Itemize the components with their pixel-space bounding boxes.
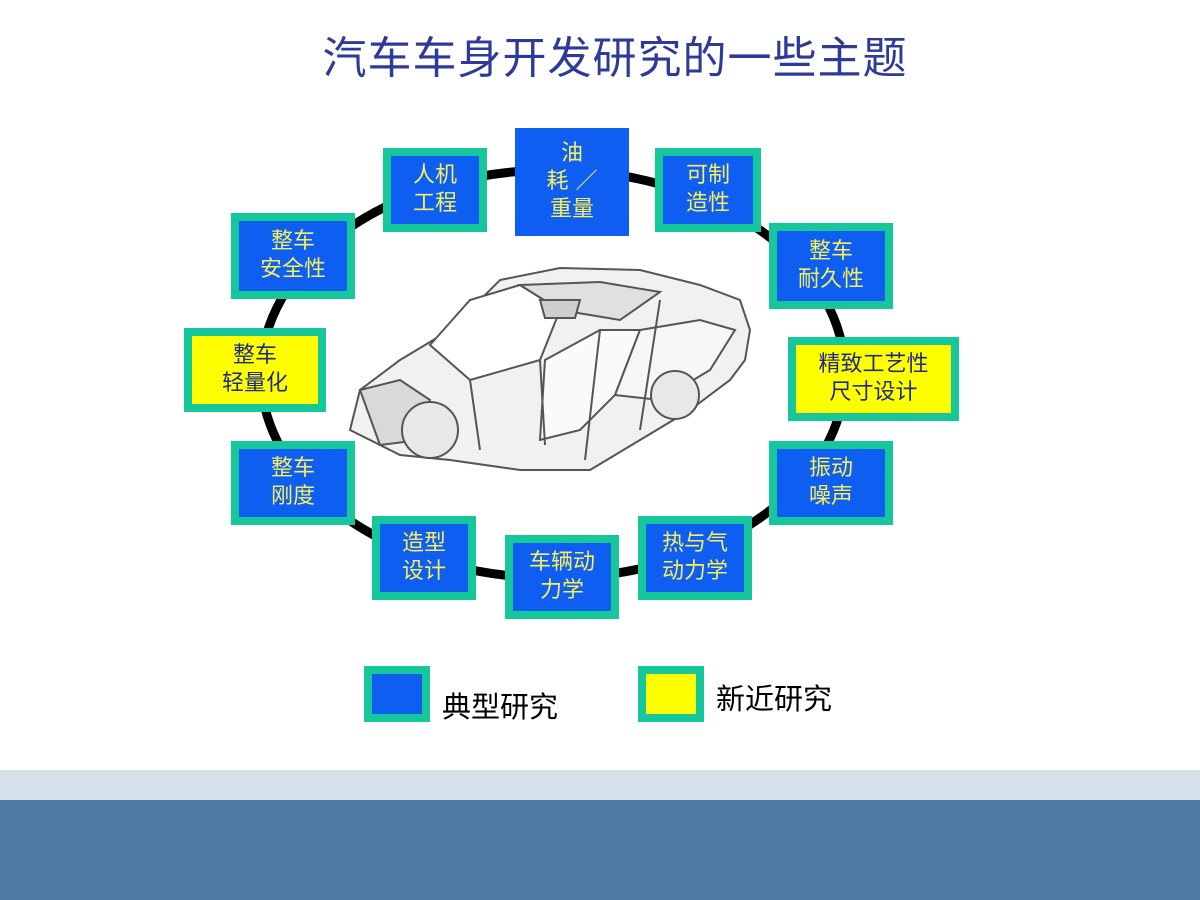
footer-band-light [0,770,1200,800]
node-nvh: 振动 噪声 [769,441,893,525]
node-nvh-label: 振动 噪声 [808,456,853,509]
legend-label-typical: 典型研究 [442,690,559,724]
node-fuel-weight: 油 耗 ／ 重量 [515,128,629,236]
node-precision-craft: 精致工艺性 尺寸设计 [788,337,959,421]
node-stiffness: 整车 刚度 [231,441,355,525]
node-precision-craft-label: 精致工艺性 尺寸设计 [818,352,929,405]
legend-swatch-typical [364,666,430,722]
node-stiffness-label: 整车 刚度 [270,456,315,509]
page-title: 汽车车身开发研究的一些主题 [322,33,908,84]
node-lightweight-label: 整车 轻量化 [221,343,288,396]
node-thermal-aero-label: 热与气 动力学 [661,531,728,584]
node-fuel-weight-label: 油 耗 ／ 重量 [546,141,598,222]
node-ergonomics: 人机 工程 [383,148,487,232]
node-vehicle-dynamics-label: 车辆动 力学 [528,550,595,603]
node-styling-label: 造型 设计 [401,531,446,584]
legend-label-recent: 新近研究 [716,682,833,716]
node-manufacturability-label: 可制 造性 [685,163,730,216]
legend-swatch-recent [638,666,704,722]
node-vehicle-safety: 整车 安全性 [231,213,355,299]
node-durability-label: 整车 耐久性 [797,239,864,292]
node-lightweight: 整车 轻量化 [184,328,326,412]
node-ergonomics-label: 人机 工程 [412,163,457,216]
node-durability: 整车 耐久性 [769,223,893,309]
node-vehicle-dynamics: 车辆动 力学 [505,535,619,619]
footer-band-dark [0,800,1200,900]
node-manufacturability: 可制 造性 [655,148,761,232]
node-thermal-aero: 热与气 动力学 [638,516,752,600]
node-vehicle-safety-label: 整车 安全性 [259,229,326,282]
car-body-illustration [348,266,752,471]
node-styling: 造型 设计 [372,516,476,600]
